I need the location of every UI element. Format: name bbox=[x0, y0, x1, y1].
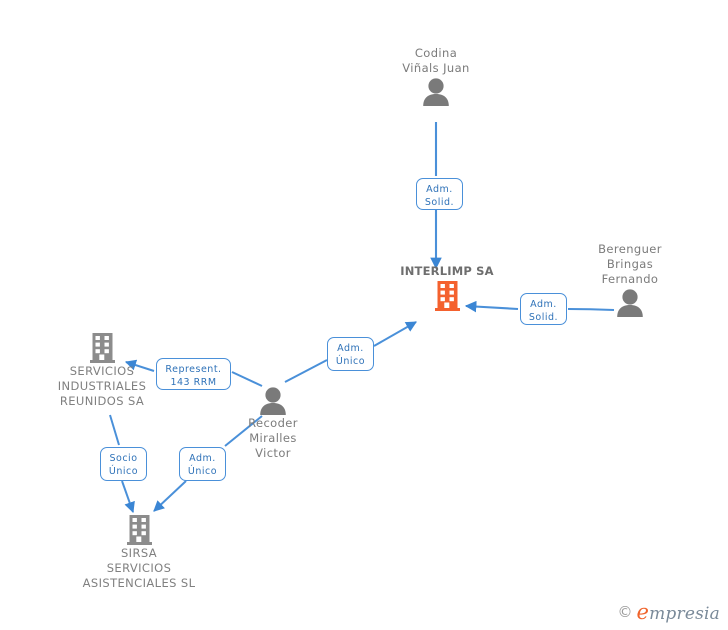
node-label-recoder: Recoder Miralles Victor bbox=[248, 416, 298, 460]
node-label-codina: Codina Viñals Juan bbox=[402, 46, 470, 75]
node-servicios-industriales-reunidos-sa[interactable]: SERVICIOS INDUSTRIALES REUNIDOS SA bbox=[17, 333, 187, 409]
edge-label-recoder-sirsa[interactable]: Adm. Único bbox=[179, 447, 226, 481]
node-sirsa-servicios-asistenciales-sl[interactable]: SIRSA SERVICIOS ASISTENCIALES SL bbox=[54, 515, 224, 591]
empresia-logo-rest: mpresia bbox=[649, 604, 720, 624]
edge-recoder-servicios bbox=[124, 359, 263, 387]
copyright-icon: © bbox=[617, 603, 633, 621]
edge-label-servicios-sirsa[interactable]: Socio Único bbox=[100, 447, 147, 481]
edge-label-berenguer-interlimp[interactable]: Adm. Solid. bbox=[520, 293, 567, 325]
empresia-logo-initial: e bbox=[636, 600, 650, 624]
person-icon bbox=[617, 289, 643, 317]
node-label-berenguer: Berenguer Bringas Fernando bbox=[598, 242, 662, 286]
node-label-servicios-industriales: SERVICIOS INDUSTRIALES REUNIDOS SA bbox=[57, 364, 147, 408]
person-icon bbox=[260, 387, 286, 415]
node-berenguer-bringas-fernando[interactable]: Berenguer Bringas Fernando bbox=[545, 242, 715, 317]
node-recoder-miralles-victor[interactable]: Recoder Miralles Victor bbox=[188, 387, 358, 461]
edge-berenguer-interlimp bbox=[464, 300, 615, 313]
node-codina-vinals-juan[interactable]: Codina Viñals Juan bbox=[351, 46, 521, 106]
empresia-watermark: © empresia bbox=[617, 602, 720, 623]
edge-label-codina-interlimp[interactable]: Adm. Solid. bbox=[416, 178, 463, 210]
node-label-sirsa: SIRSA SERVICIOS ASISTENCIALES SL bbox=[82, 546, 196, 590]
person-icon bbox=[423, 78, 449, 106]
edge-recoder-sirsa bbox=[153, 415, 263, 512]
node-interlimp-sa[interactable]: INTERLIMP SA bbox=[362, 264, 532, 311]
edge-recoder-interlimp bbox=[284, 321, 417, 383]
empresia-logo: empresia bbox=[636, 602, 720, 623]
edge-label-recoder-servicios[interactable]: Represent. 143 RRM bbox=[156, 358, 231, 390]
node-label-interlimp: INTERLIMP SA bbox=[400, 264, 494, 278]
building-icon bbox=[434, 281, 460, 311]
edge-servicios-sirsa bbox=[109, 414, 135, 514]
edge-label-recoder-interlimp[interactable]: Adm. Único bbox=[327, 337, 374, 371]
building-icon bbox=[89, 333, 115, 363]
building-icon bbox=[126, 515, 152, 545]
